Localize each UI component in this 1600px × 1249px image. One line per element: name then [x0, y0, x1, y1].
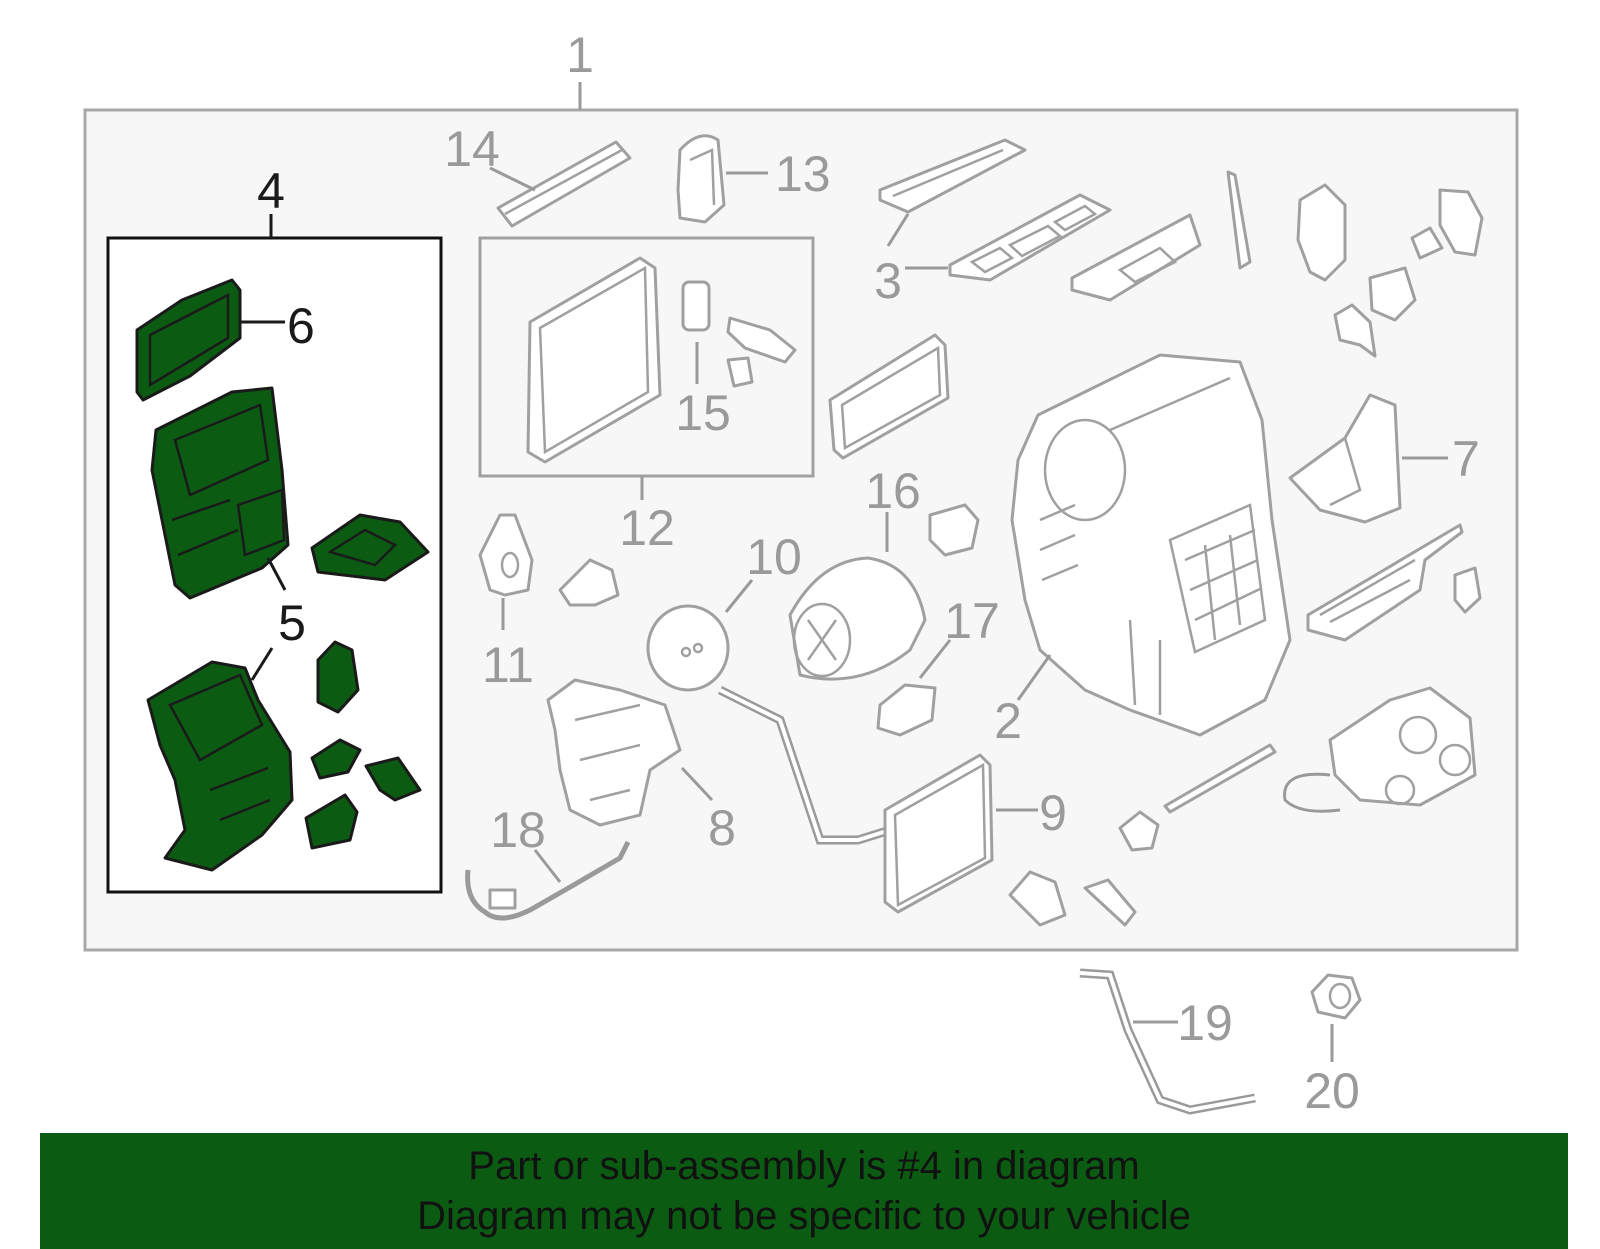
callout-14: 14	[444, 121, 500, 177]
leader-5b	[250, 647, 274, 681]
part-5-side-flap	[310, 513, 430, 582]
part-12-evaporator-core	[526, 256, 662, 464]
part-9-heater-core	[883, 753, 994, 914]
part-clip	[558, 558, 620, 607]
part-11-sensor-bracket	[478, 513, 534, 597]
part-lever-b	[1083, 878, 1137, 927]
part-18-connector	[488, 888, 517, 910]
part-linkage-rod	[1226, 170, 1252, 270]
part-3-door-set	[878, 138, 1202, 302]
callout-15: 15	[675, 385, 731, 441]
part-9-pipes-inner	[719, 688, 891, 842]
part-relay	[928, 503, 980, 557]
leader-18	[533, 849, 562, 883]
callout-6: 6	[287, 298, 315, 354]
leader-3a	[886, 213, 910, 247]
callout-17: 17	[944, 593, 1000, 649]
part-actuator-cluster	[1296, 183, 1484, 358]
part-5-bit-d	[304, 793, 359, 850]
part-actuator-wire	[1283, 772, 1341, 813]
callout-18: 18	[490, 802, 546, 858]
part-18-harness	[465, 840, 631, 921]
part-16-blower-motor	[788, 556, 927, 681]
part-7-mode-actuator	[1288, 393, 1402, 524]
part-2-heater-case	[1010, 353, 1292, 737]
part-grommet	[1118, 810, 1160, 852]
callout-13: 13	[775, 146, 831, 202]
part-blend-actuator	[1328, 686, 1477, 807]
part-15-expansion-valve	[681, 280, 797, 388]
part-seal-bar	[1163, 743, 1277, 814]
callout-4: 4	[257, 163, 285, 219]
part-5-bit-a	[316, 640, 360, 714]
callout-5: 5	[278, 595, 306, 651]
callout-11: 11	[482, 637, 534, 693]
part-10-blower-cover	[646, 604, 730, 692]
leader-2	[1016, 654, 1052, 701]
part-19-drain-hose-inner	[1079, 971, 1256, 1113]
part-20-grommet	[1310, 973, 1362, 1020]
part-17-resistor	[876, 683, 937, 737]
leader-5a	[266, 557, 287, 591]
part-side-vent	[1306, 523, 1482, 642]
leader-8	[680, 766, 714, 802]
callout-7: 7	[1452, 431, 1480, 487]
part-5-upper-housing	[150, 386, 290, 600]
part-5-bit-b	[310, 738, 362, 780]
banner-line-1: Part or sub-assembly is #4 in diagram	[468, 1144, 1140, 1188]
part-13-duct-elbow	[676, 134, 726, 224]
leader-17	[918, 639, 952, 679]
part-8-duct-assembly	[546, 678, 682, 827]
callout-12: 12	[619, 500, 675, 556]
callout-2: 2	[994, 693, 1022, 749]
part-6-filter-frame	[135, 278, 242, 402]
callout-20: 20	[1304, 1063, 1360, 1119]
banner-line-2: Diagram may not be specific to your vehi…	[417, 1194, 1191, 1238]
part-lever-a	[1008, 870, 1067, 927]
part-14-seal-strip	[496, 140, 632, 228]
callout-1: 1	[566, 27, 594, 83]
callout-3: 3	[874, 253, 902, 309]
callout-16: 16	[865, 463, 921, 519]
callout-9: 9	[1039, 785, 1067, 841]
leader-10	[724, 579, 754, 613]
part-filter-bezel	[828, 333, 950, 460]
leader-14	[489, 166, 536, 192]
part-5-bit-c	[364, 756, 422, 802]
part-5-lower-housing	[146, 660, 294, 872]
info-banner: Part or sub-assembly is #4 in diagram Di…	[40, 1133, 1568, 1249]
callout-10: 10	[746, 529, 802, 585]
callout-8: 8	[708, 800, 736, 856]
callout-19: 19	[1177, 995, 1233, 1051]
